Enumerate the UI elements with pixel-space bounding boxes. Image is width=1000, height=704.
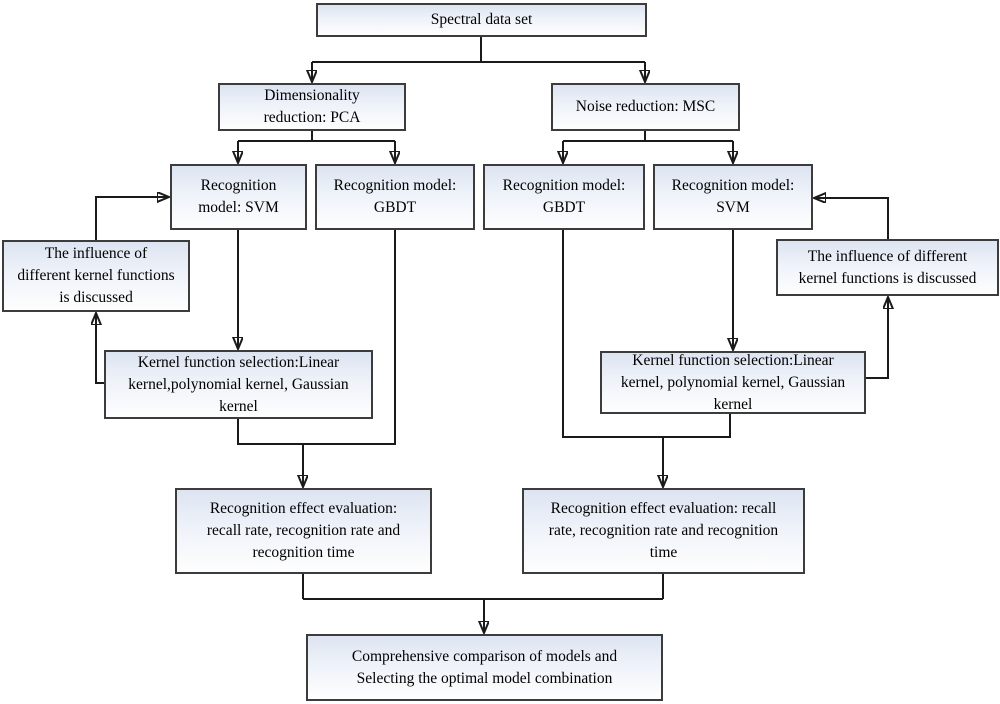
edge-left-merge (237, 230, 396, 445)
edge-bottom-merge (302, 574, 664, 600)
edge-pca-trunk (238, 131, 395, 142)
node-dimensionality-reduction-pca: Dimensionality reduction: PCA (218, 83, 406, 131)
edge-kernelright-to-influenceright (866, 298, 888, 379)
edge-msc-trunk (563, 131, 733, 142)
node-kernel-influence-right: The influence of different kernel functi… (776, 239, 999, 296)
node-noise-reduction-msc: Noise reduction: MSC (551, 83, 740, 131)
node-recognition-model-gbdt-left: Recognition model: GBDT (315, 164, 475, 230)
node-kernel-function-selection-right: Kernel function selection:Linear kernel,… (600, 351, 866, 414)
node-comprehensive-comparison: Comprehensive comparison of models and S… (306, 634, 663, 701)
node-recognition-effect-evaluation-left: Recognition effect evaluation: recall ra… (175, 488, 432, 574)
node-spectral-data-set: Spectral data set (316, 3, 647, 37)
edge-influenceright-to-svmright (815, 198, 889, 239)
edge-kernelleft-to-influenceleft (96, 314, 104, 384)
node-recognition-model-svm-left: Recognition model: SVM (170, 164, 307, 230)
edge-right-merge (562, 230, 731, 438)
node-recognition-model-svm-right: Recognition model: SVM (653, 164, 813, 230)
node-kernel-function-selection-left: Kernel function selection:Linear kernel,… (104, 350, 373, 419)
edge-influenceleft-to-svmleft (95, 197, 168, 240)
node-kernel-influence-left: The influence of different kernel functi… (2, 240, 190, 312)
node-recognition-model-gbdt-right: Recognition model: GBDT (483, 164, 645, 230)
node-recognition-effect-evaluation-right: Recognition effect evaluation: recall ra… (522, 488, 805, 574)
edge-spectral-trunk (312, 37, 645, 63)
